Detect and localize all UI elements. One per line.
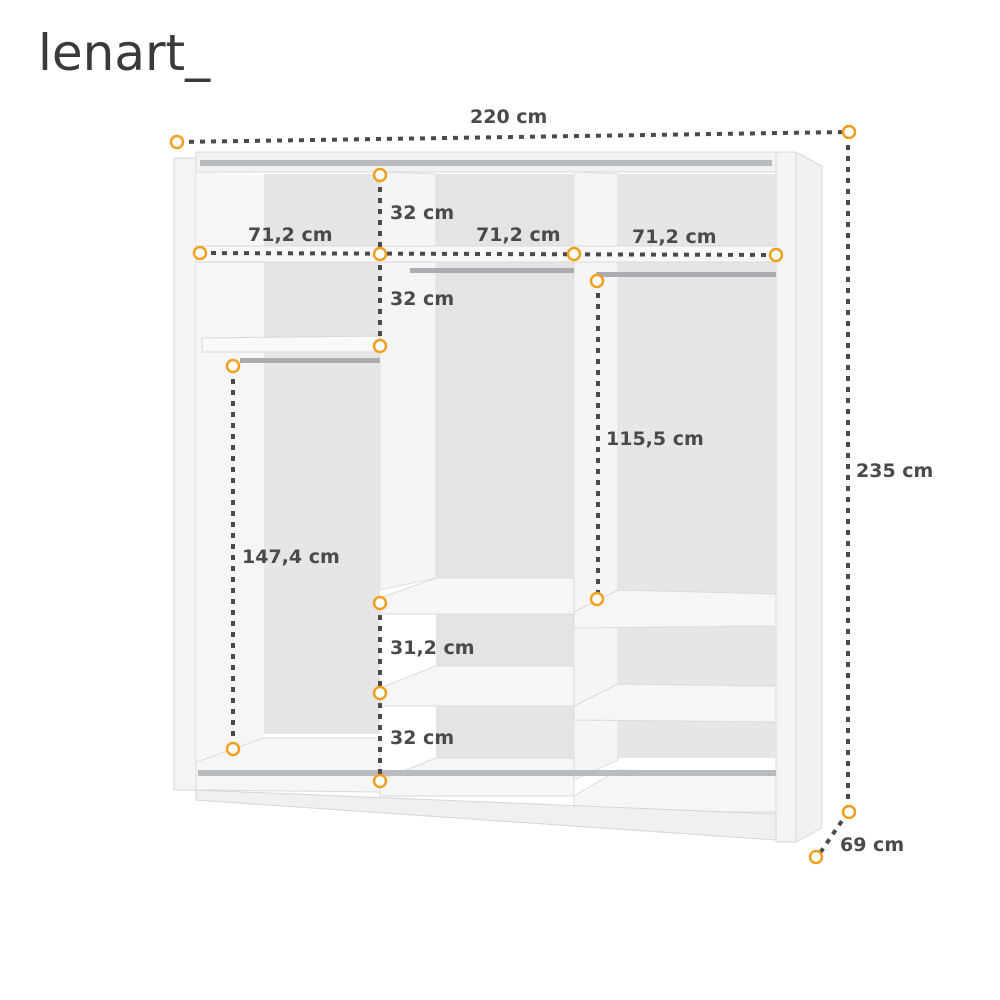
middle-shelf-1 (379, 577, 575, 615)
left-side-panel (173, 157, 197, 791)
marker (169, 134, 185, 150)
label-total-width: 220 cm (470, 106, 548, 128)
label-depth: 69 cm (840, 834, 905, 856)
marker (192, 245, 208, 261)
label-bottom-shelf-gap: 32 cm (390, 727, 455, 749)
dim-line-depth (816, 810, 850, 858)
right-shelf-1 (573, 589, 777, 629)
right-hanging-rail (596, 272, 776, 277)
marker (841, 124, 857, 140)
marker (225, 358, 241, 374)
marker (372, 685, 388, 701)
marker (372, 338, 388, 354)
brand-logo: lenart_ (38, 24, 211, 82)
label-section-right-width: 71,2 cm (632, 226, 717, 248)
label-top-shelf-gap: 32 cm (390, 202, 455, 224)
label-right-hanging-height: 115,5 cm (606, 428, 704, 450)
marker (372, 246, 388, 262)
wardrobe-body (173, 151, 823, 843)
dimension-markers (169, 124, 857, 865)
left-bottom (195, 737, 381, 793)
dim-line-section-widths (199, 251, 777, 257)
dimension-lines (177, 130, 850, 858)
right-side-depth (795, 151, 823, 843)
middle-bottom (379, 757, 575, 797)
bottom-rail (198, 770, 776, 776)
label-section-left-width: 71,2 cm (248, 224, 333, 246)
marker (372, 167, 388, 183)
marker (225, 741, 241, 757)
middle-divider-1 (379, 171, 437, 591)
label-upper-shelf-gap: 32 cm (390, 288, 455, 310)
back-panel-left (264, 174, 380, 734)
label-section-middle-width: 71,2 cm (476, 224, 561, 246)
marker (589, 273, 605, 289)
plinth (195, 789, 777, 841)
label-middle-shelf-gap: 31,2 cm (390, 637, 475, 659)
marker (566, 246, 582, 262)
marker (589, 591, 605, 607)
right-shelf-2 (573, 683, 777, 723)
left-upper-shelf (201, 335, 381, 353)
back-panel-right (618, 174, 776, 758)
marker (808, 849, 824, 865)
marker (372, 773, 388, 789)
left-inner-wall (196, 172, 264, 760)
marker (841, 804, 857, 820)
marker (768, 247, 784, 263)
dim-line-total-width (177, 130, 849, 144)
middle-shelf-2 (379, 665, 575, 707)
right-bottom (573, 769, 777, 813)
left-hanging-rail (240, 358, 380, 363)
middle-hanging-rail (410, 268, 574, 273)
label-total-height: 235 cm (856, 460, 934, 482)
label-left-hanging-height: 147,4 cm (242, 546, 340, 568)
marker (372, 595, 388, 611)
top-rail (200, 160, 772, 166)
